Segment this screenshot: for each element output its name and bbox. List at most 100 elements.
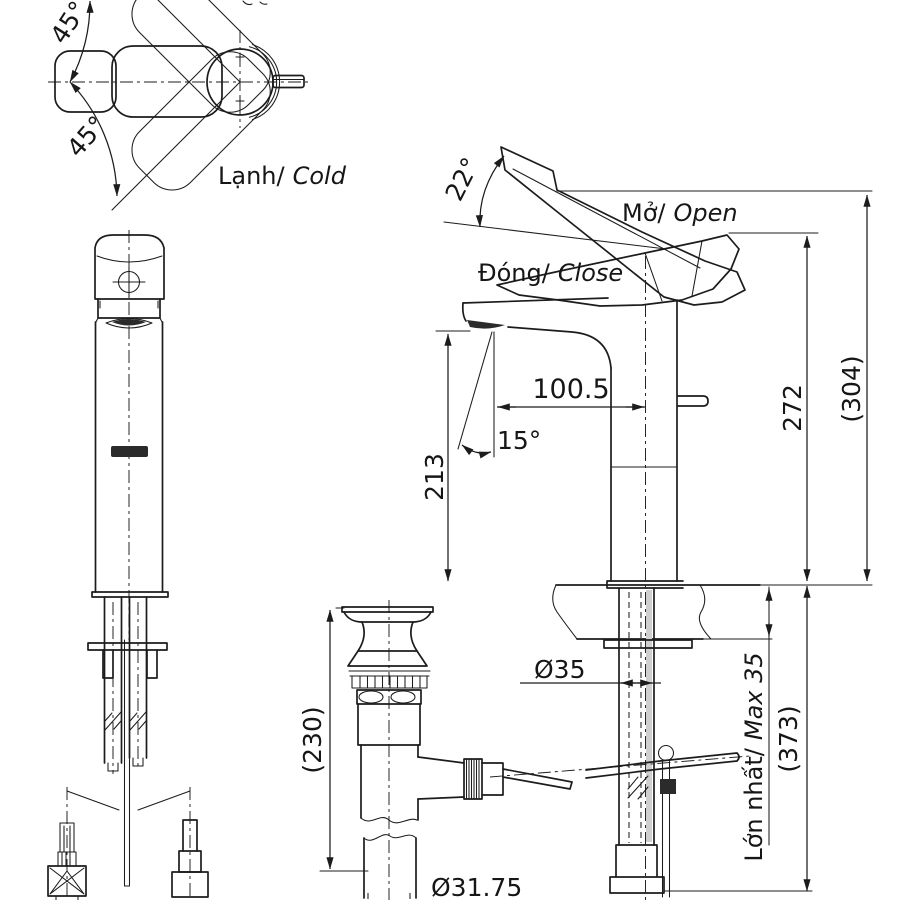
hose-connector-dashes xyxy=(55,896,79,900)
dimension-annotations: 22° 15° 100.5 213 272 (304) (373) Lớn nh… xyxy=(298,153,873,900)
supply-tube-ends xyxy=(107,757,144,772)
shank-tube xyxy=(618,587,655,846)
tube-break-hatches xyxy=(104,711,147,731)
spout-tip-edge xyxy=(461,302,467,322)
shank-hidden-lines xyxy=(628,592,642,843)
cold-label-vi: Lạnh/ xyxy=(218,162,286,190)
drain-cap-underside xyxy=(343,611,432,623)
close-label: Đóng/Close xyxy=(478,259,623,287)
mounting-washer xyxy=(603,639,693,649)
dim-swing-lower: 45° xyxy=(61,110,112,162)
swing-arc-lower xyxy=(69,81,121,197)
brand-badge xyxy=(111,446,148,457)
radial-line-up xyxy=(157,0,241,83)
drain-washer-left xyxy=(358,690,384,704)
counter-max-label: Lớn nhất/Max 35 xyxy=(740,652,768,861)
drain-ring-lines xyxy=(348,670,431,677)
drain-assembly-view xyxy=(341,600,504,900)
aerator-outline-front xyxy=(105,317,153,329)
connector-centerlines xyxy=(66,787,191,900)
handle-cap-front xyxy=(94,234,165,300)
adapter-tube xyxy=(182,819,198,852)
lift-rod-clamp xyxy=(660,779,676,794)
drain-thread-band xyxy=(351,675,428,689)
dim-spout-height: 213 xyxy=(420,453,449,501)
escutcheon-ring-1 xyxy=(248,46,278,118)
close-label-vi: Đóng/ xyxy=(478,259,551,287)
close-label-en: Close xyxy=(558,259,623,287)
drain-extension-lines xyxy=(319,607,369,872)
dim-height-open: (304) xyxy=(837,355,866,422)
lift-rod-pivot xyxy=(657,744,675,762)
popup-knob xyxy=(677,395,709,407)
popup-rod-left-segment xyxy=(502,768,573,790)
drain-lower-body xyxy=(360,744,419,821)
open-label-en: Open xyxy=(673,199,737,227)
open-label-vi: Mở/ xyxy=(622,199,666,227)
adapter-base xyxy=(171,871,209,898)
dim-handle-swing: 22° xyxy=(439,153,485,206)
cold-label: Lạnh/Cold xyxy=(218,162,347,190)
drain-stem xyxy=(357,621,418,652)
drain-cap xyxy=(341,606,434,613)
dim-drain-length: (230) xyxy=(298,706,327,773)
popup-rod-centerline xyxy=(489,755,751,778)
drain-tee-arm xyxy=(417,756,465,800)
hose-connector-base xyxy=(47,865,87,897)
handle-closed-position xyxy=(496,234,740,307)
rod-coupler-knurl xyxy=(465,758,480,800)
neck-ticks xyxy=(99,300,159,309)
handle-open-position xyxy=(500,146,746,306)
drain-upper-body xyxy=(357,703,421,746)
base-plate-front xyxy=(91,591,169,598)
handle-grip-end xyxy=(54,50,117,113)
top-view-handle-rotation: 45° 45° Lạnh/Cold xyxy=(45,0,347,211)
hose-connector-seal xyxy=(49,867,85,895)
escutcheon-ring-2 xyxy=(251,43,281,121)
counter-break-right xyxy=(698,584,712,640)
counter-break-left xyxy=(552,584,578,640)
body-shoulder-lines xyxy=(94,317,164,324)
counter-max-en: Max 35 xyxy=(740,652,768,740)
spout-tip-top xyxy=(272,74,305,89)
drain-washer-right xyxy=(390,690,416,704)
shank-shade-stripe xyxy=(646,590,652,842)
dim-spout-tilt: 15° xyxy=(497,426,541,455)
tailpiece-end-dashes xyxy=(367,893,411,900)
threaded-rod xyxy=(123,639,131,887)
shank-break-hatch xyxy=(627,775,649,800)
angle-22-arc xyxy=(475,155,505,228)
swing-arc-upper xyxy=(69,0,94,83)
tail-break-lower-wave xyxy=(363,834,417,841)
dim-shank-diameter: Ø35 xyxy=(534,655,586,684)
handle-screw-cross xyxy=(112,266,146,298)
spout-top-edge xyxy=(462,297,609,304)
rod-coupler xyxy=(463,758,483,800)
cold-label-en: Cold xyxy=(293,162,347,190)
handle-open-inner-line xyxy=(512,168,701,269)
hose-connector-knurl xyxy=(57,851,77,867)
side-view-faucet xyxy=(461,146,873,900)
dim-height-closed: 272 xyxy=(778,384,807,432)
tailpiece-tube xyxy=(363,837,417,899)
drain-flange-cone xyxy=(347,650,428,667)
hose-connector-tube xyxy=(59,822,75,853)
handle-lever-body xyxy=(111,45,223,118)
counter-max-vi: Lớn nhất/ xyxy=(740,747,768,861)
handle-rotated-up xyxy=(131,0,271,113)
aerator-dark-lens xyxy=(112,319,146,326)
supply-tube-centerlines xyxy=(112,602,139,774)
mounting-nut xyxy=(609,844,665,894)
radial-line-down xyxy=(111,81,241,211)
ext-lines-spout xyxy=(435,330,495,458)
handle-closed-facet-lines xyxy=(644,240,703,302)
dim-tailpiece-diameter: Ø31.75 xyxy=(431,873,522,900)
angle-15-arc xyxy=(461,444,492,459)
tail-break-upper-wave xyxy=(360,817,418,824)
open-label: Mở/Open xyxy=(622,199,738,227)
supply-tubes xyxy=(103,596,148,764)
flange-walls xyxy=(102,649,158,679)
rod-coupler-collar xyxy=(481,762,504,796)
